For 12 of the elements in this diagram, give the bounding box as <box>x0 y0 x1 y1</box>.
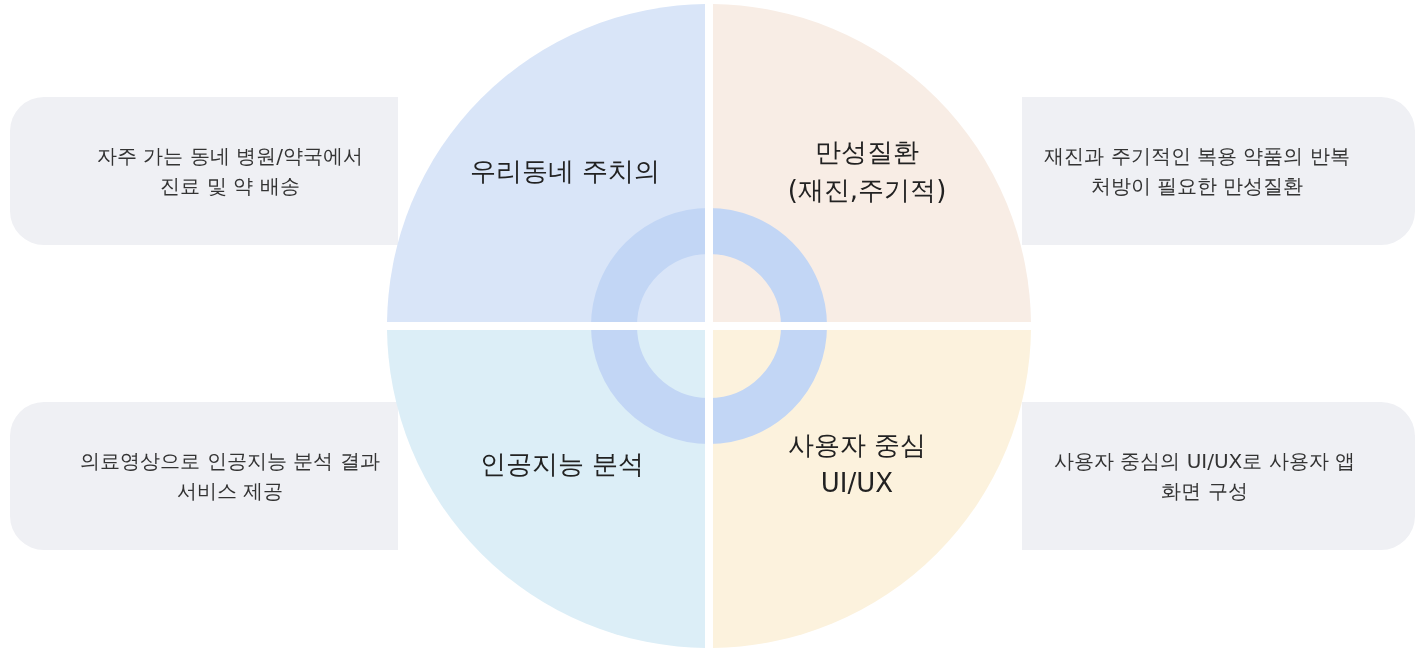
description-card <box>10 97 398 245</box>
description-text: 사용자 중심의 UI/UX로 사용자 앱 화면 구성 <box>1052 448 1356 505</box>
description-text: 의료영상으로 인공지능 분석 결과 서비스 제공 <box>80 448 380 505</box>
quadrant-title: 우리동네 주치의 <box>468 155 662 189</box>
description-card <box>10 402 398 550</box>
description-text: 자주 가는 동네 병원/약국에서 진료 및 약 배송 <box>96 143 364 200</box>
description-card <box>1022 402 1415 550</box>
description-card <box>1022 97 1415 245</box>
quadrant-title: 사용자 중심 UI/UX <box>786 429 928 500</box>
description-text: 재진과 주기적인 복용 약품의 반복 처방이 필요한 만성질환 <box>1043 143 1351 200</box>
quadrant-title: 만성질환 (재진,주기적) <box>787 136 947 207</box>
quadrant-title: 인공지능 분석 <box>478 448 646 482</box>
